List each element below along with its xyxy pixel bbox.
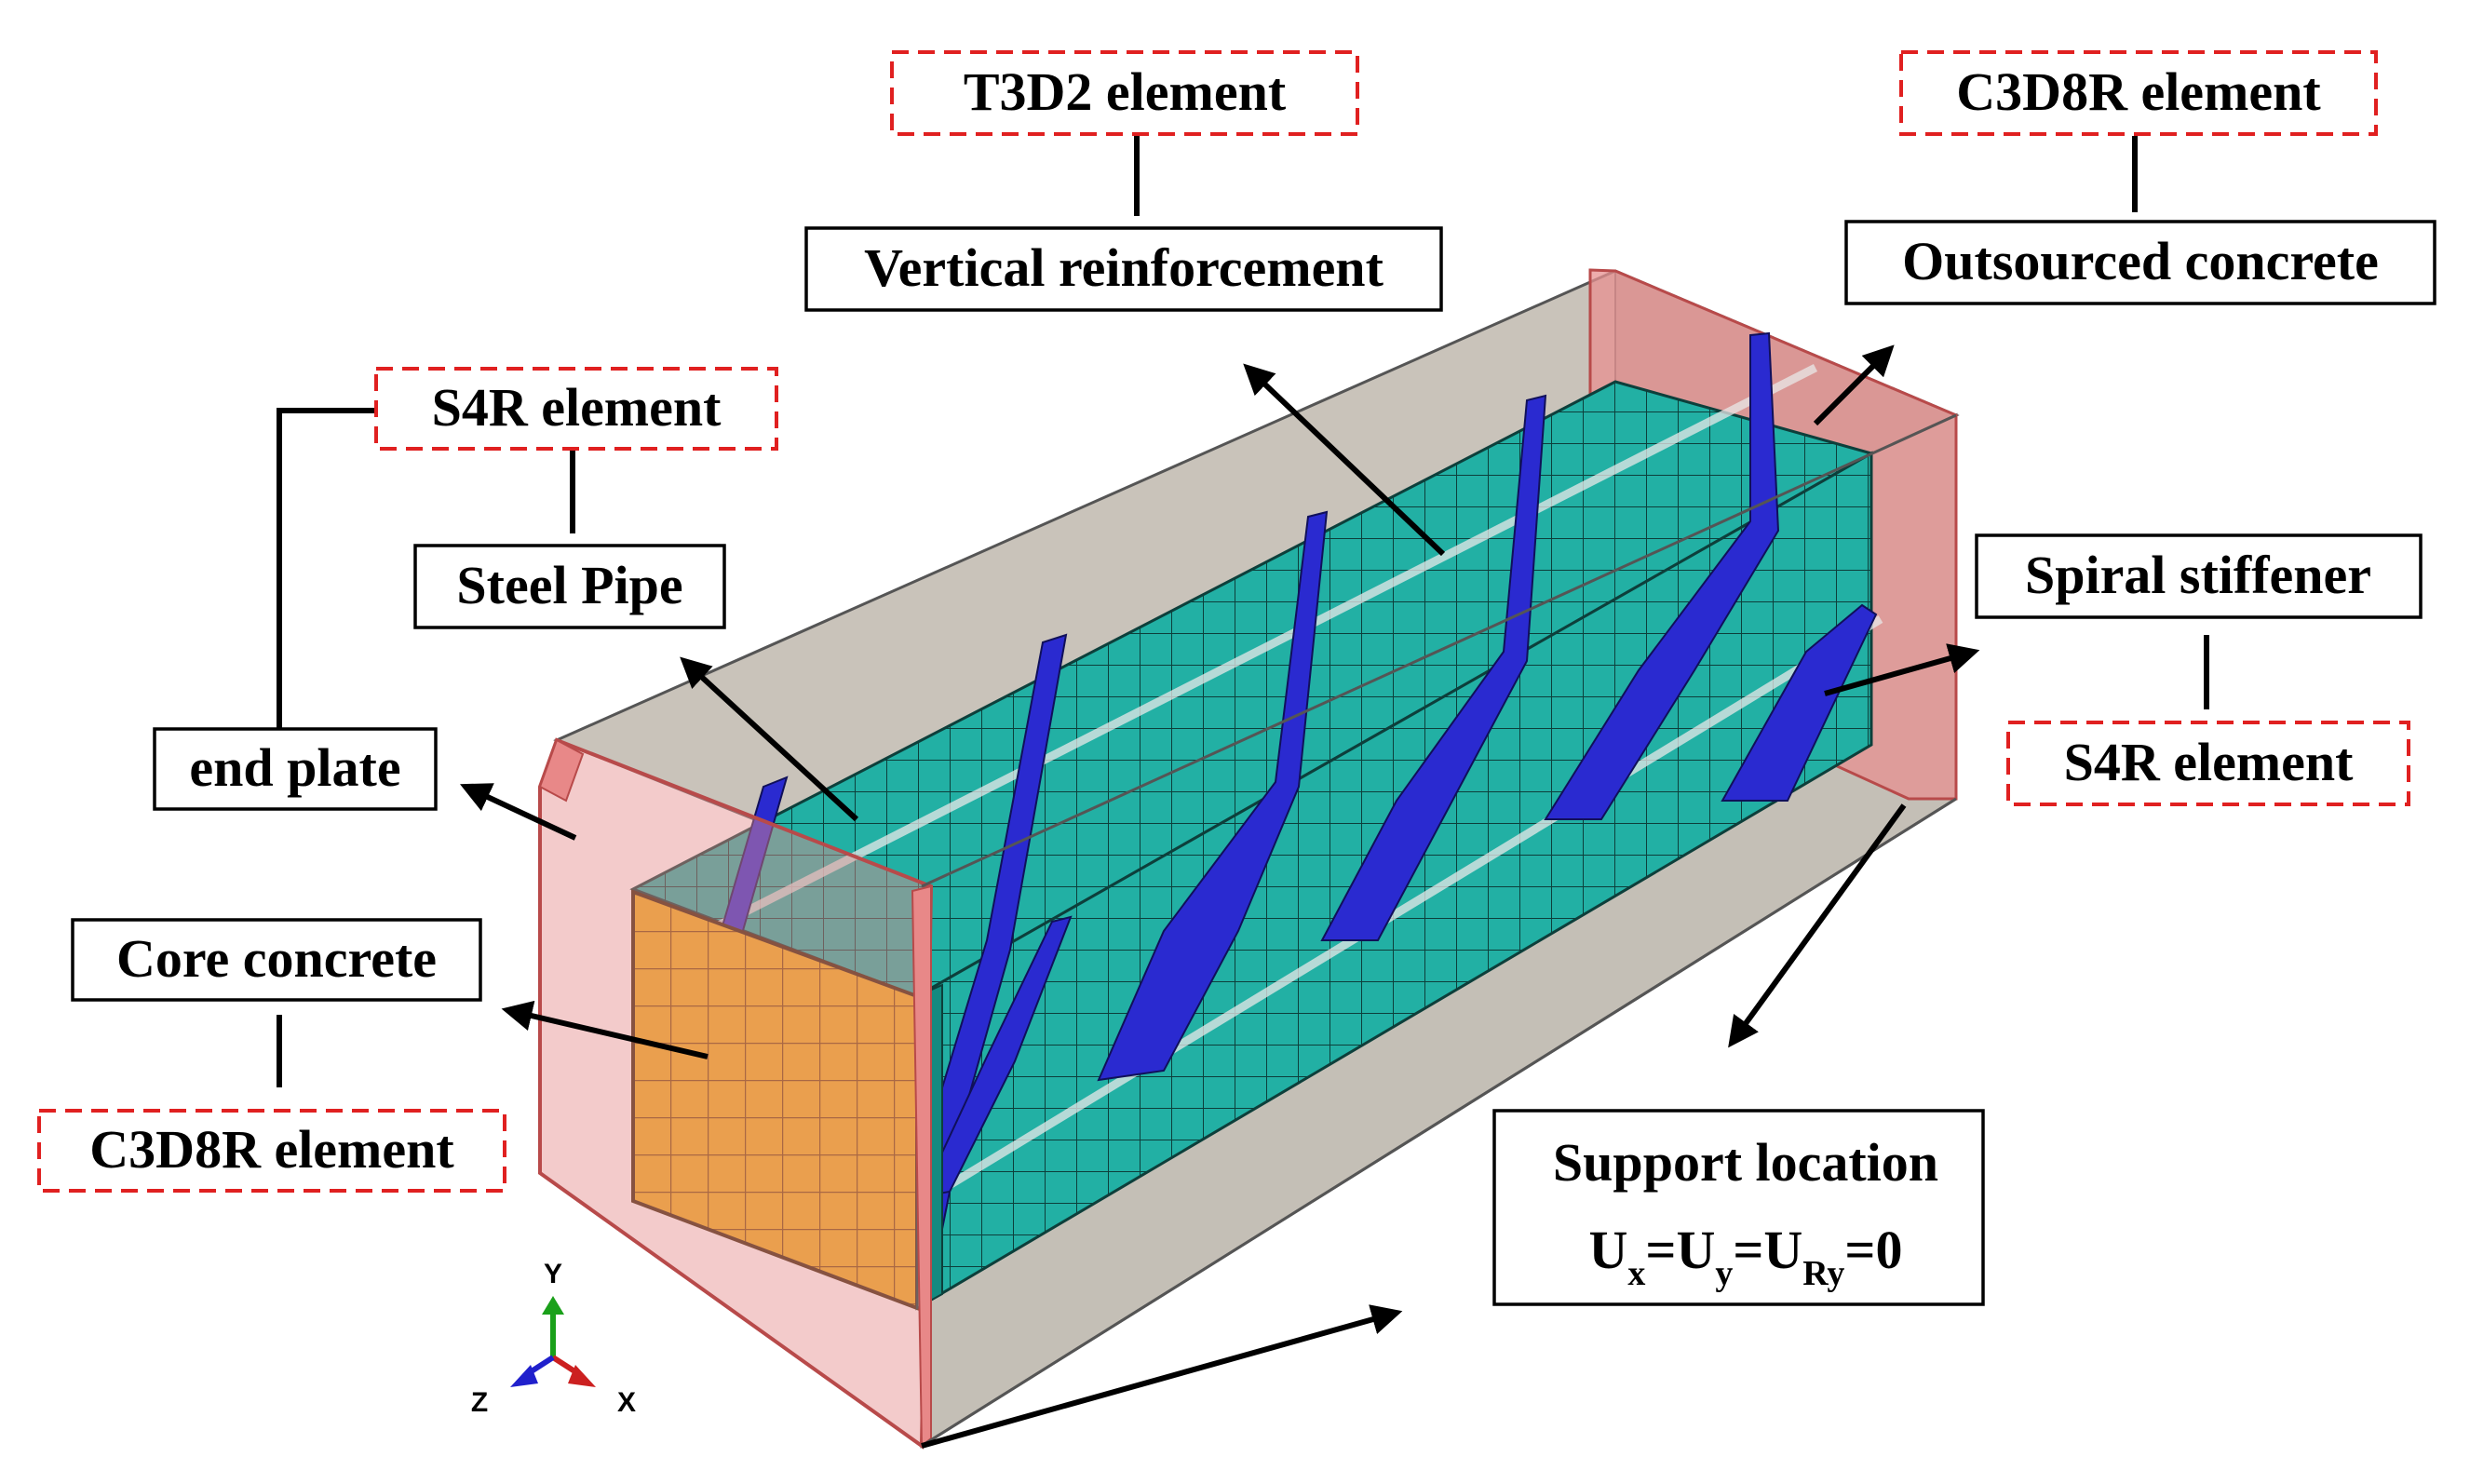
label-core-concrete: Core concrete	[71, 918, 482, 1002]
label-end-plate: end plate	[153, 727, 438, 811]
support-eq1: =U	[1645, 1220, 1715, 1280]
label-s4r-top: S4R element	[374, 367, 778, 451]
support-sub-x: x	[1627, 1254, 1645, 1293]
label-s4r-right: S4R element	[2006, 721, 2410, 806]
stiffener-6	[1721, 603, 1878, 802]
arrow-core-concrete	[501, 1000, 709, 1059]
label-s4r-top-text: S4R element	[432, 377, 722, 438]
support-sub-y: y	[1715, 1254, 1733, 1293]
axis-z-arrowhead	[510, 1365, 538, 1387]
leader-lines	[277, 136, 2209, 1449]
connector-end-plate	[277, 408, 376, 729]
stiffener-5	[1544, 331, 1780, 820]
label-c3d8r-bottom: C3D8R element	[37, 1109, 506, 1193]
reinforcement-bar-side	[928, 615, 1883, 1200]
label-s4r-right-text: S4R element	[2064, 732, 2355, 792]
arrow-outsourced-concrete	[1813, 344, 1895, 426]
outer-concrete-bottom-edge	[921, 797, 1957, 1448]
label-vertical-reinforcement-text: Vertical reinforcement	[864, 237, 1383, 298]
label-support-location: Support location Ux=Uy=URy=0	[1492, 1109, 1985, 1306]
support-condition-equation: Ux=Uy=URy=0	[1589, 1220, 1903, 1293]
label-c3d8r-bottom-text: C3D8R element	[89, 1119, 454, 1180]
arrow-support-right	[1728, 803, 1907, 1048]
label-outsourced-concrete-text: Outsourced concrete	[1902, 231, 2379, 291]
reinforcement-bar-top	[705, 363, 1818, 936]
support-location-title: Support location	[1553, 1132, 1938, 1193]
axis-x-arrowhead	[568, 1365, 596, 1387]
label-c3d8r-top-text: C3D8R element	[1956, 61, 2321, 122]
label-t3d2: T3D2 element	[890, 50, 1359, 136]
outer-concrete-near-edge	[921, 413, 1957, 888]
axis-y-arrowhead	[542, 1296, 564, 1315]
stiffener-3	[1097, 510, 1329, 1082]
spiral-stiffeners	[715, 331, 1878, 1245]
label-outsourced-concrete: Outsourced concrete	[1844, 220, 2436, 305]
label-vertical-reinforcement: Vertical reinforcement	[804, 226, 1443, 312]
label-spiral-stiffener-text: Spiral stiffener	[2025, 545, 2371, 605]
label-core-concrete-text: Core concrete	[116, 928, 437, 989]
fe-model	[538, 268, 1960, 1450]
stiffener-left	[920, 915, 1073, 1198]
end-plate-near-edge	[538, 738, 585, 803]
label-t3d2-text: T3D2 element	[964, 61, 1287, 122]
arrow-end-plate	[460, 783, 577, 841]
label-steel-pipe: Steel Pipe	[413, 544, 726, 629]
arrow-spiral-stiffener	[1824, 643, 1980, 696]
axis-y-label: Y	[544, 1259, 562, 1289]
axis-triad: Y Z X	[471, 1259, 636, 1418]
arrow-steel-pipe	[680, 656, 859, 822]
support-eq2: =U	[1733, 1220, 1802, 1280]
label-steel-pipe-text: Steel Pipe	[456, 555, 682, 615]
axis-z-label: Z	[471, 1387, 488, 1418]
arrow-vertical-reinforcement	[1243, 363, 1446, 557]
label-c3d8r-top: C3D8R element	[1899, 50, 2378, 136]
support-sub-ry: Ry	[1802, 1254, 1844, 1293]
label-spiral-stiffener: Spiral stiffener	[1975, 533, 2423, 619]
support-eq3: =0	[1844, 1220, 1902, 1280]
axis-x-label: X	[617, 1387, 636, 1418]
arrow-support-bottom	[921, 1304, 1403, 1449]
label-end-plate-text: end plate	[189, 737, 400, 798]
support-u1: U	[1589, 1220, 1628, 1280]
stiffener-4	[1320, 394, 1547, 941]
